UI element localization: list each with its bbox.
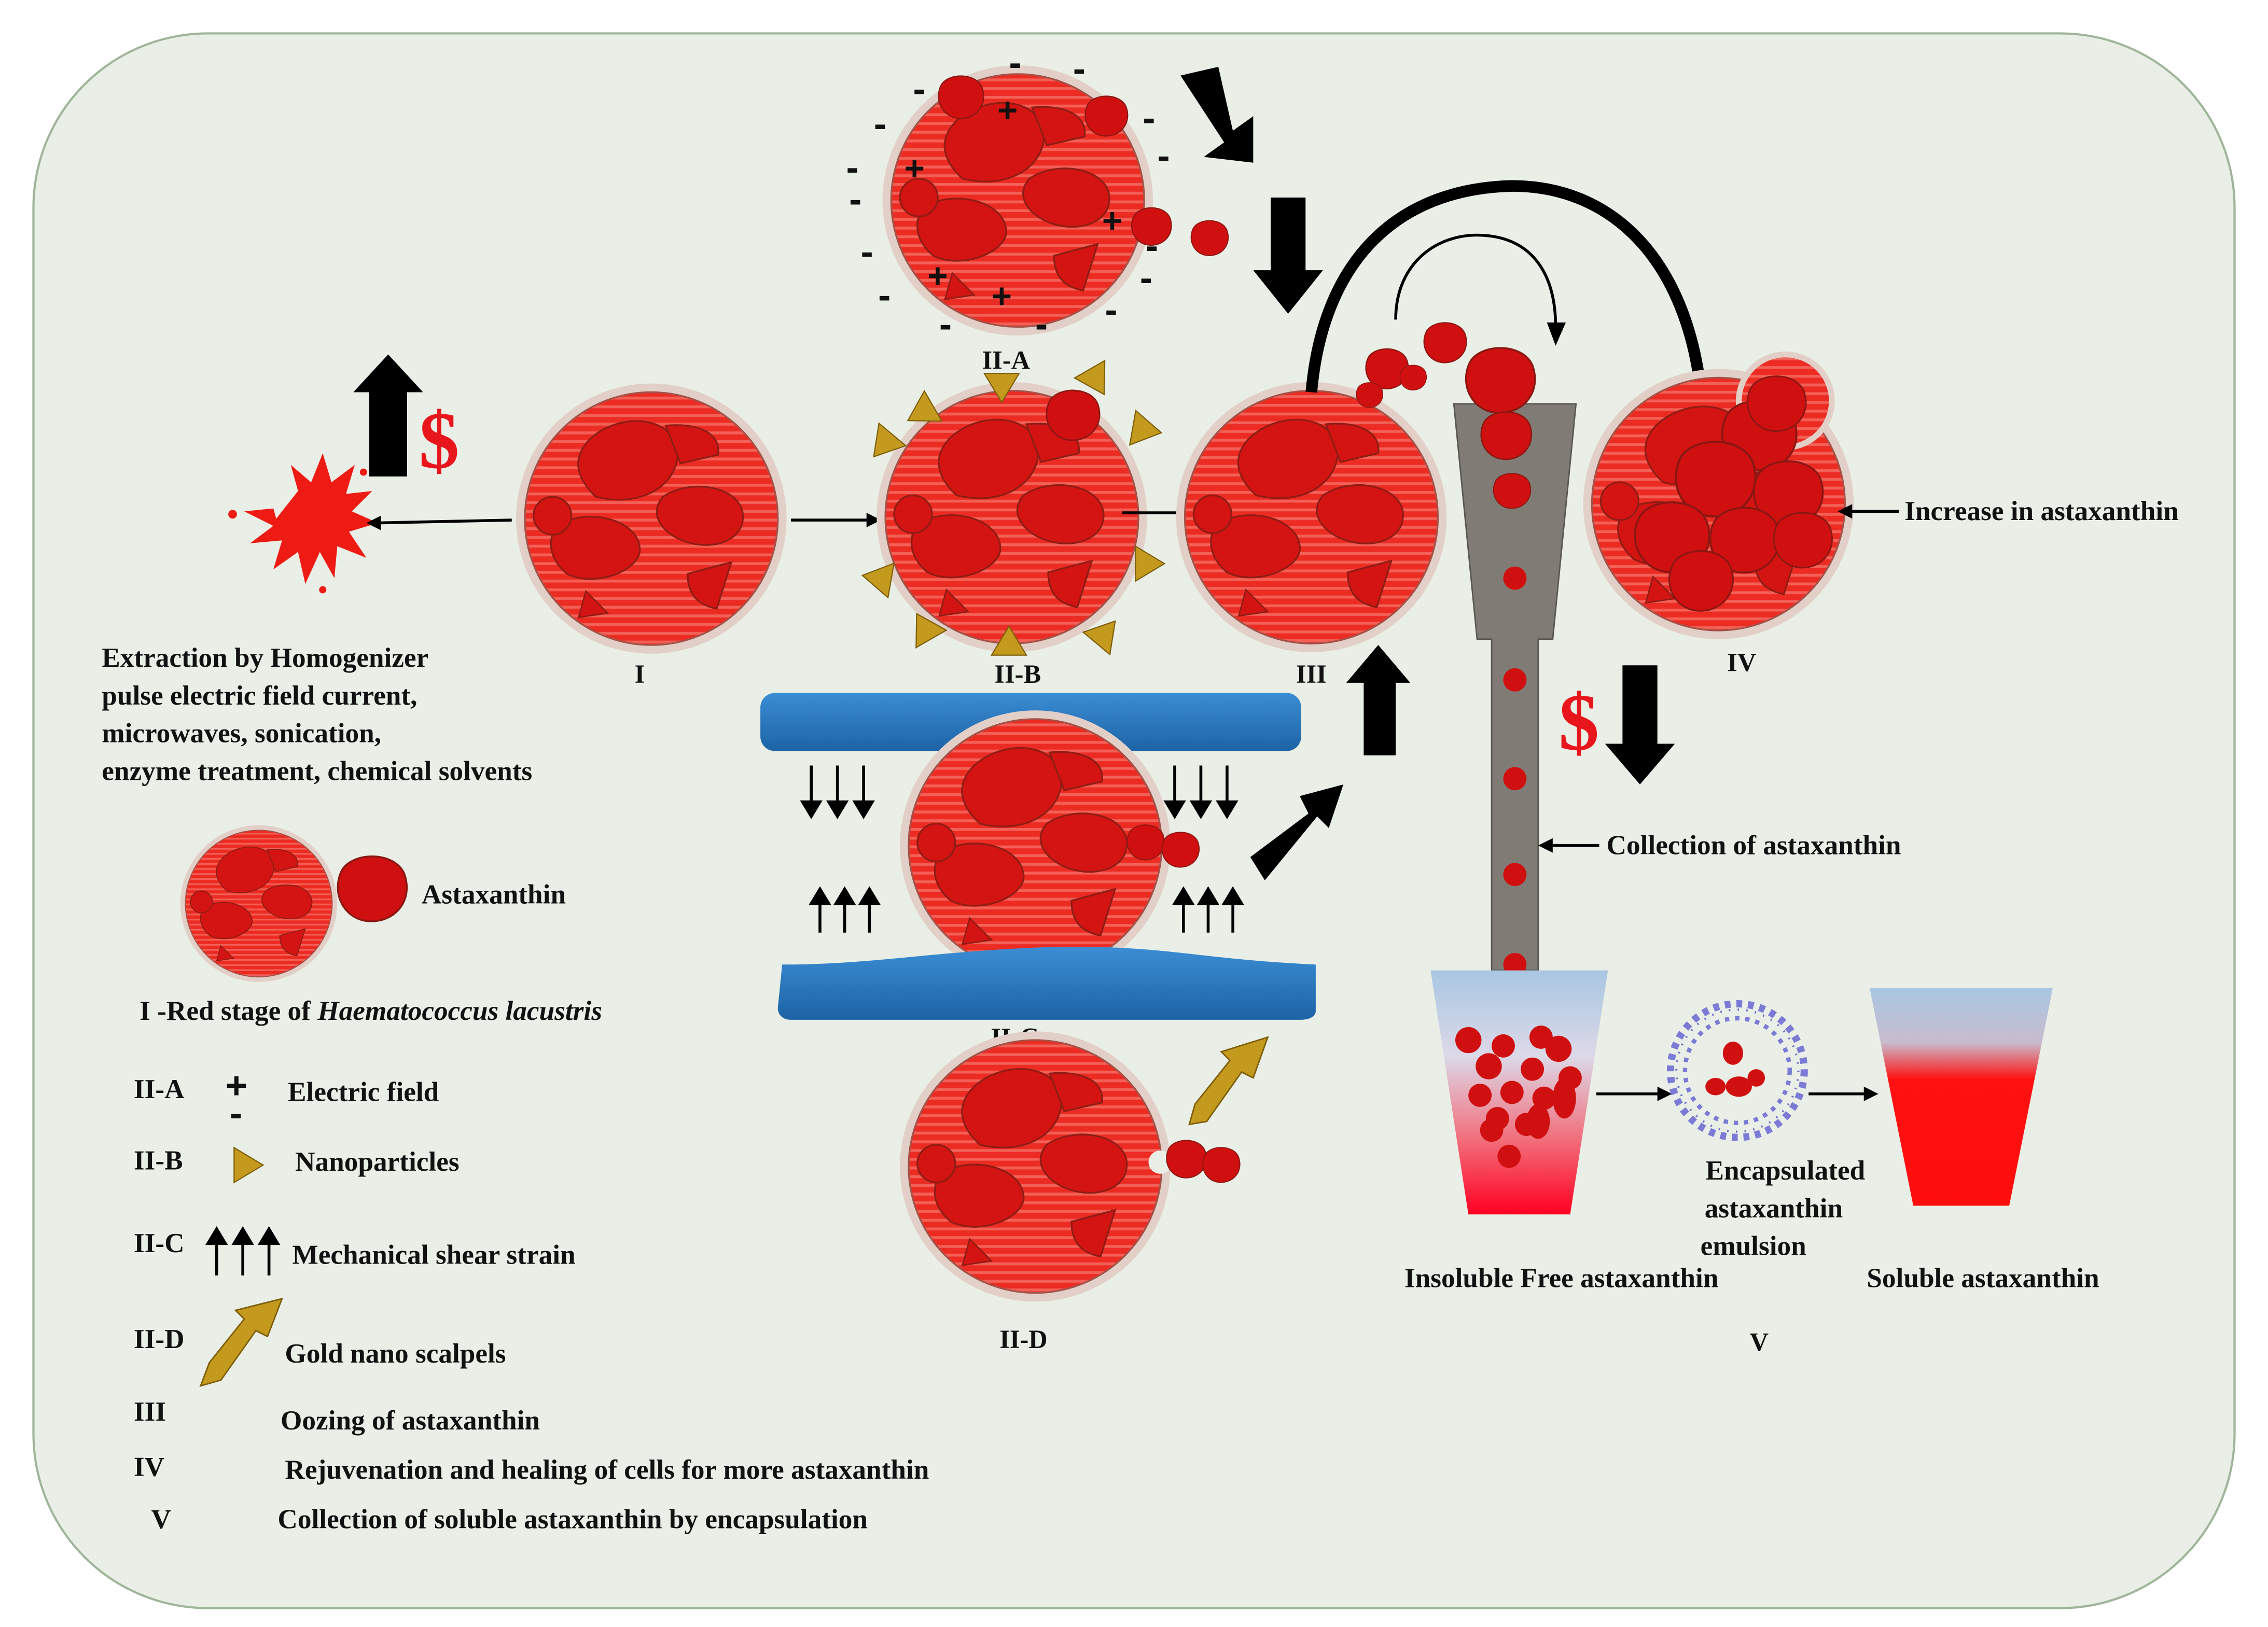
curved-arrow-outer bbox=[1305, 180, 1707, 393]
svg-text:Rejuvenation and healing of ce: Rejuvenation and healing of cells for mo… bbox=[285, 1454, 929, 1485]
svg-text:Electric field: Electric field bbox=[288, 1077, 439, 1107]
svg-text:-: - bbox=[846, 146, 858, 188]
emulsion-droplet bbox=[1666, 1000, 1808, 1141]
svg-text:Nanoparticles: Nanoparticles bbox=[295, 1146, 460, 1177]
svg-text:II-C: II-C bbox=[134, 1228, 185, 1258]
svg-text:+: + bbox=[927, 257, 948, 296]
charge-signs: --- --- --- --- --- ++ ++ + bbox=[846, 42, 1170, 345]
svg-text:Oozing of astaxanthin: Oozing of astaxanthin bbox=[281, 1405, 540, 1436]
collection-label: Collection of astaxanthin bbox=[1607, 830, 1901, 860]
svg-text:II-D: II-D bbox=[134, 1324, 185, 1354]
svg-text:-: - bbox=[913, 68, 925, 110]
stage-iia-label: II-A bbox=[982, 346, 1031, 375]
svg-text:-: - bbox=[849, 178, 861, 220]
legend-scalpel-icon bbox=[199, 1297, 284, 1387]
svg-text:+: + bbox=[1102, 201, 1122, 240]
svg-text:Extraction by Homogenizer: Extraction by Homogenizer bbox=[102, 642, 428, 673]
svg-text:III: III bbox=[134, 1396, 166, 1427]
bottom-plate bbox=[777, 947, 1316, 1020]
arrow-diagonal-up-icon bbox=[1250, 784, 1344, 880]
encapsulated-label: Encapsulated astaxanthin emulsion bbox=[1701, 1155, 1866, 1261]
insoluble-label: Insoluble Free astaxanthin bbox=[1404, 1263, 1719, 1293]
svg-text:Encapsulated: Encapsulated bbox=[1705, 1155, 1865, 1186]
svg-text:-: - bbox=[1073, 48, 1086, 90]
increase-label: Increase in astaxanthin bbox=[1904, 496, 2179, 526]
extra-astaxanthin-cluster bbox=[1634, 352, 1835, 612]
svg-text:-: - bbox=[1157, 135, 1170, 177]
ruptured-cell-burst bbox=[244, 453, 378, 584]
dollar-down-label: $ bbox=[1559, 677, 1599, 767]
svg-text:-: - bbox=[230, 1092, 242, 1134]
stage-iib-label: II-B bbox=[994, 660, 1041, 689]
svg-text:astaxanthin: astaxanthin bbox=[1705, 1193, 1843, 1224]
stage-iii-label: III bbox=[1296, 660, 1327, 689]
legend-astaxanthin-label: Astaxanthin bbox=[422, 879, 566, 910]
svg-text:-: - bbox=[860, 231, 873, 273]
cell-stage-iii bbox=[1175, 381, 1448, 653]
svg-text:-: - bbox=[939, 303, 952, 345]
extraction-text: Extraction by Homogenizer pulse electric… bbox=[102, 642, 532, 787]
arrow-down-diagonal-icon bbox=[1180, 66, 1254, 163]
svg-text:-: - bbox=[1140, 257, 1152, 299]
stage-iid-label: II-D bbox=[999, 1325, 1048, 1354]
svg-text:-: - bbox=[874, 103, 886, 145]
cost-up-arrow-icon bbox=[353, 354, 423, 476]
svg-text:-: - bbox=[1009, 42, 1021, 84]
svg-text:+: + bbox=[992, 277, 1012, 316]
stage-i-label: I bbox=[635, 660, 645, 689]
svg-text:emulsion: emulsion bbox=[1701, 1231, 1806, 1261]
svg-text:pulse electric field current,: pulse electric field current, bbox=[102, 680, 417, 711]
legend-astaxanthin-cell bbox=[179, 824, 338, 983]
svg-text:-: - bbox=[1105, 289, 1117, 331]
curved-arrow-inner bbox=[1394, 233, 1557, 327]
cell-stage-i bbox=[515, 382, 788, 655]
soluble-cup bbox=[1869, 988, 2053, 1206]
dollar-up-label: $ bbox=[419, 395, 459, 485]
svg-text:Collection of soluble astaxant: Collection of soluble astaxanthin by enc… bbox=[277, 1504, 868, 1534]
svg-text:+: + bbox=[225, 1064, 247, 1106]
svg-text:+: + bbox=[997, 91, 1018, 130]
cell-stage-iid bbox=[899, 1030, 1172, 1303]
soluble-label: Soluble astaxanthin bbox=[1867, 1263, 2099, 1293]
svg-text:enzyme treatment, chemical sol: enzyme treatment, chemical solvents bbox=[102, 756, 532, 787]
svg-text:IV: IV bbox=[134, 1452, 164, 1482]
legend-red-stage: I -Red stage of Haematococcus lacustris bbox=[140, 995, 602, 1026]
svg-text:+: + bbox=[905, 149, 925, 188]
svg-text:II-B: II-B bbox=[134, 1145, 183, 1175]
svg-text:Mechanical shear strain: Mechanical shear strain bbox=[292, 1240, 575, 1270]
cell-stage-iib bbox=[875, 381, 1148, 653]
svg-text:-: - bbox=[1143, 97, 1155, 139]
svg-text:Gold nano scalpels: Gold nano scalpels bbox=[285, 1338, 506, 1369]
legend-list: II-A + - Electric field II-B Nanoparticl… bbox=[134, 1064, 929, 1534]
stage-iv-label: IV bbox=[1727, 648, 1756, 677]
cost-down-arrow-icon bbox=[1605, 665, 1675, 784]
svg-text:II-A: II-A bbox=[134, 1074, 185, 1104]
shear-arrows bbox=[800, 765, 1244, 933]
svg-text:V: V bbox=[151, 1504, 171, 1534]
svg-text:microwaves, sonication,: microwaves, sonication, bbox=[102, 718, 381, 749]
svg-text:-: - bbox=[1146, 225, 1158, 267]
svg-text:-: - bbox=[878, 274, 890, 316]
gold-scalpel-icon bbox=[1188, 1036, 1269, 1126]
stage-v-label: V bbox=[1750, 1328, 1769, 1357]
arrow-up-iii-icon bbox=[1346, 644, 1411, 755]
svg-text:-: - bbox=[1035, 303, 1048, 345]
